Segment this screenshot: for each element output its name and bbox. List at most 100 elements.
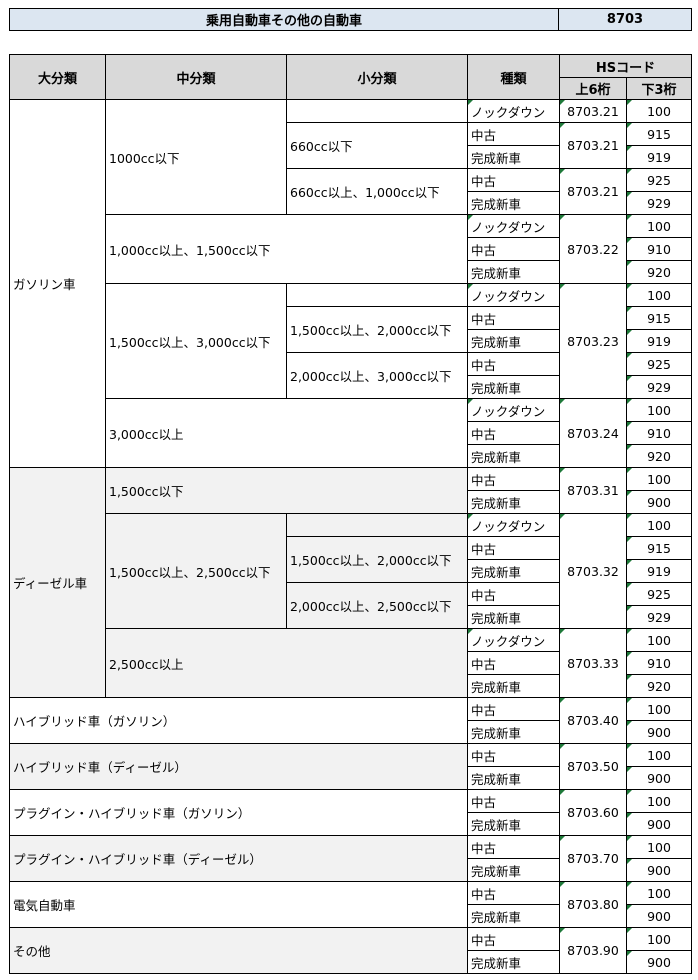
kind-cell: 中古 [467,352,560,376]
major-cell: ガソリン車 [9,99,106,468]
code3-cell: 929 [626,375,692,399]
code6-cell: 8703.80 [559,881,627,928]
code3-cell: 900 [626,766,692,790]
code6-cell: 8703.90 [559,927,627,974]
code3-cell: 100 [626,467,692,491]
table-row: 1,000cc以上、1,500cc以下 ノックダウン 8703.22 100 [10,214,692,284]
col-header-upper6: 上6桁 [559,77,627,100]
col-header-hs: HSコード [559,54,692,78]
kind-cell: 中古 [467,168,560,192]
major-cell: プラグイン・ハイブリッド車（ガソリン） [9,789,468,836]
table-row: 完成新車 920 [10,444,692,468]
table-row: 電気自動車 中古 8703.80 100 [9,881,692,928]
code3-cell: 919 [626,559,692,583]
code6-cell: 8703.21 [559,122,627,169]
code3-cell: 920 [626,260,692,284]
table-row: 3,000cc以上 ノックダウン 8703.24 100 [10,398,692,468]
code3-cell: 100 [626,283,692,307]
code3-cell: 925 [626,352,692,376]
kind-cell: 完成新車 [467,605,560,629]
table-row: 完成新車 900 [10,812,692,836]
table-row: 完成新車 919 [10,559,692,583]
kind-cell: 中古 [467,697,560,721]
code3-cell: 920 [626,444,692,468]
kind-cell: 完成新車 [467,444,560,468]
table-row: その他 中古 8703.90 100 [9,927,692,974]
middle-cell: 1,500cc以上、2,500cc以下 [105,513,287,629]
kind-cell: 完成新車 [467,145,560,169]
col-header-kind: 種類 [467,54,560,100]
col-header-lower3: 下3桁 [626,77,692,100]
table-row: 1,500cc以上、2,000cc以下 中古 915 [10,306,692,353]
kind-cell: 中古 [467,237,560,261]
code6-cell: 8703.40 [559,697,627,744]
table-row: 1,500cc以上、3,000cc以下 ノックダウン 8703.23 100 [10,283,692,399]
code3-cell: 100 [626,697,692,721]
table-row: ハイブリッド車（ディーゼル） 中古 8703.50 100 [9,743,692,790]
code3-cell: 925 [626,582,692,606]
kind-cell: 完成新車 [467,674,560,698]
kind-cell: 中古 [467,835,560,859]
kind-cell: 中古 [467,467,560,491]
code3-cell: 919 [626,329,692,353]
kind-cell: ノックダウン [467,398,560,422]
middle-cell: 1,000cc以上、1,500cc以下 [105,214,468,284]
kind-cell: 完成新車 [467,720,560,744]
code3-cell: 915 [626,122,692,146]
major-cell: その他 [9,927,468,974]
code3-cell: 100 [626,835,692,859]
table-row: ディーゼル車 1,500cc以下 中古 8703.31 100 [9,467,692,698]
table-row: ハイブリッド車（ガソリン） 中古 8703.40 100 [9,697,692,744]
kind-cell: ノックダウン [467,513,560,537]
kind-cell: ノックダウン [467,283,560,307]
code3-cell: 100 [626,743,692,767]
code3-cell: 900 [626,490,692,514]
col-header-middle: 中分類 [105,54,287,100]
code3-cell: 900 [626,858,692,882]
kind-cell: 中古 [467,421,560,445]
kind-cell: 中古 [467,306,560,330]
table-row: 完成新車 900 [10,766,692,790]
kind-cell: 完成新車 [467,329,560,353]
kind-cell: ノックダウン [467,628,560,652]
minor-cell [286,99,468,123]
code3-cell: 100 [626,628,692,652]
table-row: 中古 910 [10,421,692,445]
middle-cell: 2,500cc以上 [105,628,468,698]
middle-cell: 1000cc以下 [105,99,287,215]
table-row: 完成新車 919 [10,145,692,169]
table-row: 完成新車 900 [10,720,692,744]
table-row: 中古 910 [10,237,692,261]
major-cell: ディーゼル車 [9,467,106,698]
kind-cell: 中古 [467,881,560,905]
code3-cell: 915 [626,536,692,560]
code3-cell: 915 [626,306,692,330]
col-header-minor: 小分類 [286,54,468,100]
kind-cell: 完成新車 [467,904,560,928]
table-row: プラグイン・ハイブリッド車（ディーゼル） 中古 8703.70 100 [9,835,692,882]
code3-cell: 910 [626,237,692,261]
kind-cell: 完成新車 [467,260,560,284]
table-row: 中古 910 [10,651,692,675]
table-row: 完成新車 929 [10,605,692,629]
major-cell: プラグイン・ハイブリッド車（ディーゼル） [9,835,468,882]
kind-cell: ノックダウン [467,214,560,238]
code3-cell: 900 [626,904,692,928]
code3-cell: 900 [626,812,692,836]
table-row: 2,000cc以上、2,500cc以下 中古 925 [10,582,692,629]
kind-cell: 中古 [467,651,560,675]
code3-cell: 910 [626,421,692,445]
code3-cell: 900 [626,950,692,974]
major-cell: 電気自動車 [9,881,468,928]
code3-cell: 100 [626,789,692,813]
minor-cell [286,283,468,307]
table-row: 完成新車 920 [10,260,692,284]
kind-cell: 完成新車 [467,812,560,836]
table-row: 完成新車 920 [10,674,692,698]
minor-cell [286,513,468,537]
minor-cell: 660cc以上、1,000cc以下 [286,168,468,215]
header-title: 乗用自動車その他の自動車 [9,8,559,31]
code6-cell: 8703.70 [559,835,627,882]
kind-cell: 中古 [467,927,560,951]
code3-cell: 100 [626,398,692,422]
